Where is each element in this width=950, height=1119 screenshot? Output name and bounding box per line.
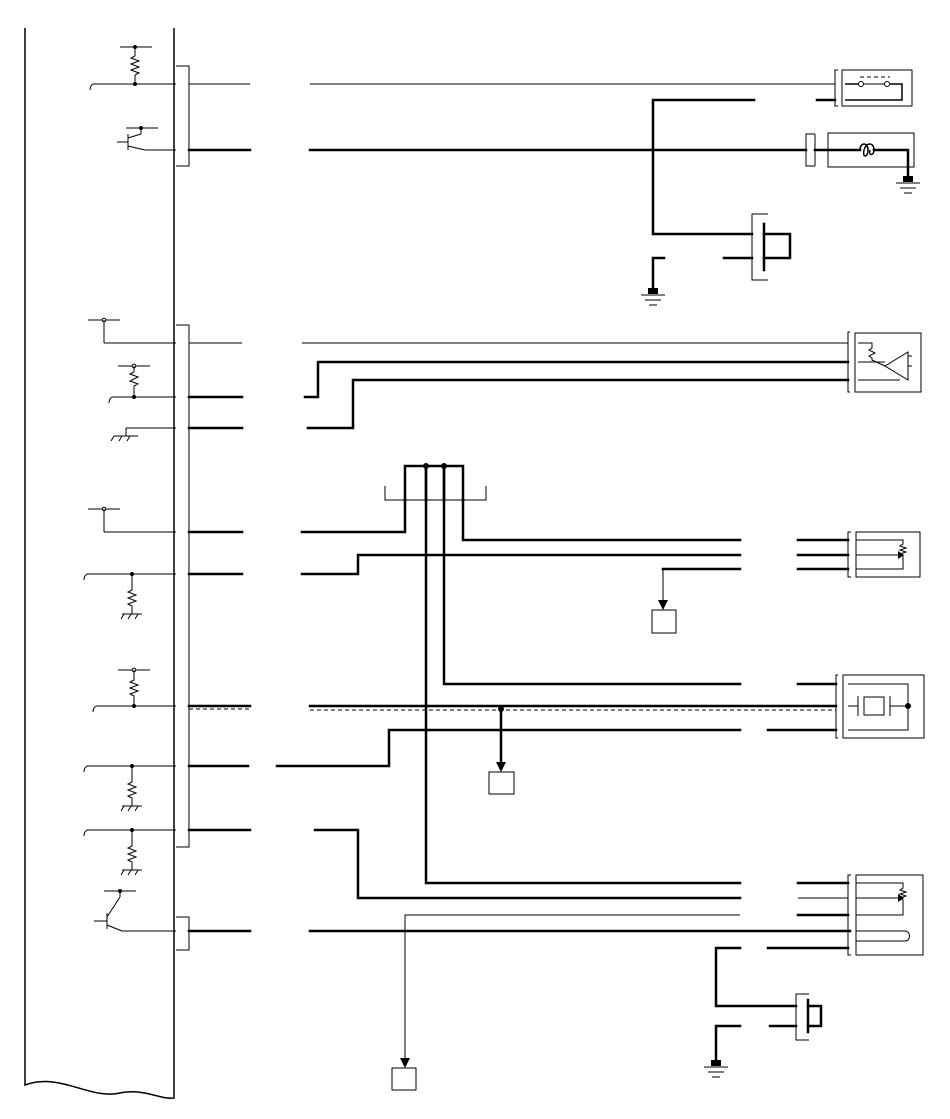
- solenoid-coil: [805, 132, 915, 182]
- internal-pullup-1: [89, 45, 176, 91]
- knock-sensor: [835, 674, 925, 739]
- module-box-2: [488, 706, 515, 795]
- internal-transistor-2: [94, 889, 176, 932]
- internal-pulldown-1: [83, 572, 176, 620]
- internal-ref-1: [88, 317, 176, 344]
- ground-symbol-1: [896, 176, 920, 194]
- relay-switch: [834, 69, 913, 107]
- internal-pullup-2: [108, 363, 176, 404]
- ground-symbol-2: [641, 288, 665, 306]
- ground-symbol-3: [704, 1060, 728, 1078]
- module-box-3: [391, 1058, 417, 1091]
- module-box-1: [651, 600, 677, 634]
- ecu-connector-3: [176, 916, 190, 951]
- ecu-output-stubs: [187, 83, 252, 933]
- internal-ground-1: [110, 427, 176, 442]
- device-stubs: [766, 98, 850, 1028]
- ecu-connector-2: [176, 324, 190, 848]
- switch-2: [795, 993, 823, 1041]
- pressure-sensor: [847, 331, 922, 393]
- ecu-body: [24, 28, 175, 1099]
- throttle-sensor: [847, 531, 921, 578]
- splice-connector: [384, 463, 487, 502]
- ecu-connector-1: [176, 65, 190, 167]
- internal-pulldown-3: [83, 828, 176, 876]
- internal-pulldown-2: [83, 764, 176, 812]
- internal-ref-2: [88, 506, 176, 533]
- harness-wires: [275, 83, 852, 1064]
- sensor-with-heater: [847, 874, 924, 956]
- switch-connector: [751, 213, 792, 281]
- internal-transistor-1: [117, 126, 176, 151]
- internal-pullup-3: [92, 667, 176, 713]
